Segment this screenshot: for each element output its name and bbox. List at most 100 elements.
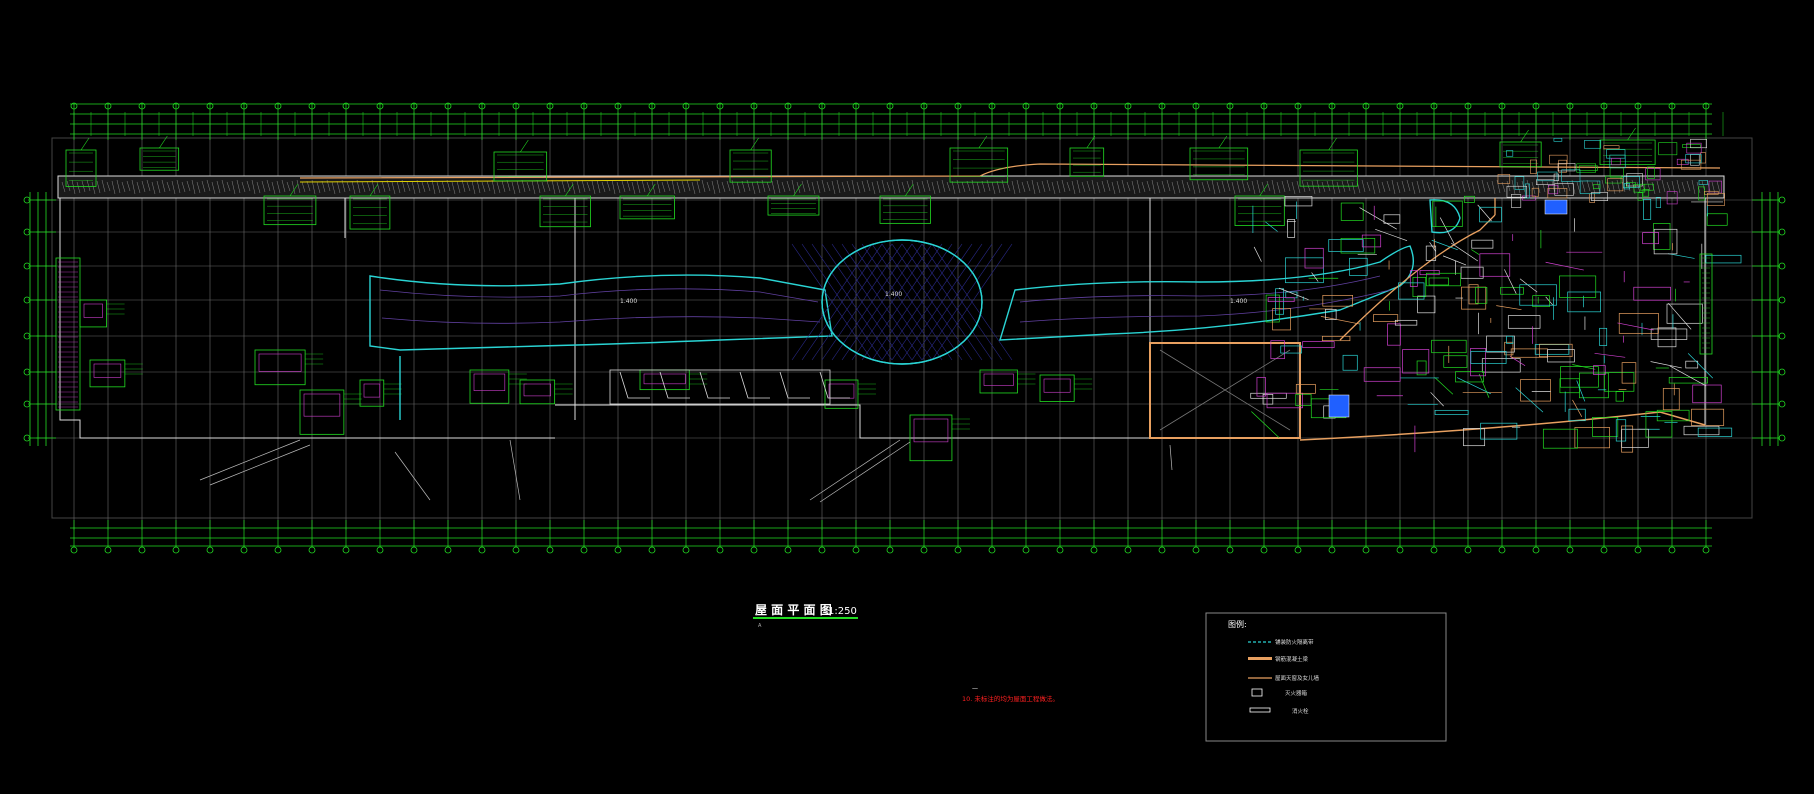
hatch-stroke xyxy=(1261,181,1266,193)
hatch-stroke xyxy=(1006,181,1011,192)
bottom-axis-dimension-chain xyxy=(70,520,1712,554)
hatch-stroke xyxy=(246,180,251,192)
hatch-stroke xyxy=(1691,179,1696,195)
equipment-outline xyxy=(1599,327,1608,346)
hatch-stroke xyxy=(671,179,676,195)
hatch-stroke xyxy=(156,180,161,194)
equipment-line xyxy=(1515,387,1544,413)
parapet-hatch xyxy=(61,179,1721,195)
hatch-stroke xyxy=(321,180,326,193)
equipment-outline xyxy=(1272,308,1291,331)
hatch-stroke xyxy=(1466,179,1471,192)
equipment-outline xyxy=(1322,295,1353,307)
hatch-stroke xyxy=(241,181,246,193)
hatch-stroke xyxy=(611,179,616,195)
hatch-stroke xyxy=(526,181,531,192)
hatch-stroke xyxy=(941,179,946,193)
hatch-stroke xyxy=(406,181,411,192)
hatch-stroke xyxy=(131,179,136,195)
hatch-stroke xyxy=(716,179,721,194)
hatch-stroke xyxy=(1146,180,1151,192)
hatch-stroke xyxy=(1141,181,1146,193)
hatch-stroke xyxy=(846,180,851,192)
left-axis-dimension-chain xyxy=(23,192,56,446)
detail-leader xyxy=(905,183,914,197)
hatch-stroke xyxy=(571,181,576,195)
hatch-stroke xyxy=(776,179,781,194)
equipment-outline xyxy=(1657,327,1677,348)
hatch-stroke xyxy=(801,180,806,193)
equipment-outline xyxy=(1579,372,1609,399)
equipment-outline xyxy=(1653,228,1678,255)
equipment-outline xyxy=(1349,257,1368,276)
equipment-outline xyxy=(1507,315,1541,329)
hatch-stroke xyxy=(826,181,831,192)
detail-block xyxy=(89,359,126,388)
mesh-line xyxy=(921,243,1003,361)
hatch-stroke xyxy=(861,180,866,193)
equipment-line xyxy=(1442,255,1467,266)
hatch-stroke xyxy=(1556,179,1561,194)
hatch-stroke xyxy=(1101,180,1106,193)
roof-rib-frame xyxy=(609,369,831,405)
hatch-stroke xyxy=(426,180,431,192)
equipment-outline xyxy=(1530,159,1537,174)
hatch-stroke xyxy=(91,181,96,195)
equipment-line xyxy=(1496,305,1522,311)
hatch-stroke xyxy=(676,181,681,194)
roof-rib xyxy=(739,371,770,399)
detail-block xyxy=(299,389,345,435)
left-stair-block xyxy=(55,257,81,411)
hatch-stroke xyxy=(1541,179,1546,193)
equipment-outline xyxy=(1592,184,1601,189)
hatch-stroke xyxy=(1091,179,1096,195)
hatch-stroke xyxy=(991,181,996,195)
hatch-stroke xyxy=(1246,181,1251,192)
leader-lines xyxy=(199,439,1173,503)
hatch-stroke xyxy=(1161,180,1166,193)
hatch-stroke xyxy=(946,181,951,192)
hatch-stroke xyxy=(1676,179,1681,194)
hatch-stroke xyxy=(901,181,906,193)
hatch-stroke xyxy=(1116,180,1121,194)
equipment-outline xyxy=(1434,409,1469,415)
equipment-line xyxy=(1572,399,1583,417)
hatch-stroke xyxy=(101,179,106,193)
mesh-line xyxy=(841,243,923,361)
hatch-stroke xyxy=(1231,181,1236,195)
hatch-stroke xyxy=(1286,179,1291,192)
hatch-stroke xyxy=(1031,179,1036,195)
equipment-outline xyxy=(1643,199,1652,220)
equipment-line xyxy=(1668,302,1692,330)
hatch-stroke xyxy=(1391,179,1396,195)
hatch-stroke xyxy=(1331,179,1336,195)
hatch-stroke xyxy=(276,180,281,194)
hatch-stroke xyxy=(781,181,786,193)
detail-block xyxy=(469,369,510,404)
hatch-stroke xyxy=(911,179,916,195)
detail-inner xyxy=(363,383,381,398)
hatch-stroke xyxy=(66,180,71,192)
hatch-stroke xyxy=(471,180,476,195)
equipment-outline xyxy=(1567,291,1601,313)
equipment-outline xyxy=(1417,295,1436,314)
equipment-outline xyxy=(1524,183,1530,199)
hatch-stroke xyxy=(1296,180,1301,194)
equipment-outline xyxy=(1387,323,1401,346)
hatch-stroke xyxy=(606,180,611,192)
equipment-line xyxy=(1519,278,1538,293)
equipment-outline xyxy=(1480,422,1518,440)
hatch-stroke xyxy=(1226,179,1231,192)
equipment-outline xyxy=(1302,341,1335,349)
hatch-stroke xyxy=(1086,180,1091,192)
courtyard-inner-contours xyxy=(379,275,1391,324)
hatch-stroke xyxy=(771,180,776,195)
legend-symbol-orange-bar xyxy=(1248,657,1272,660)
hatch-stroke xyxy=(661,181,666,193)
mesh-line xyxy=(821,243,903,361)
hatch-stroke xyxy=(1126,181,1131,192)
hatch-stroke xyxy=(856,181,861,194)
equipment-outline xyxy=(1486,335,1515,353)
equipment-outline xyxy=(1691,408,1725,426)
hatch-stroke xyxy=(521,179,526,193)
